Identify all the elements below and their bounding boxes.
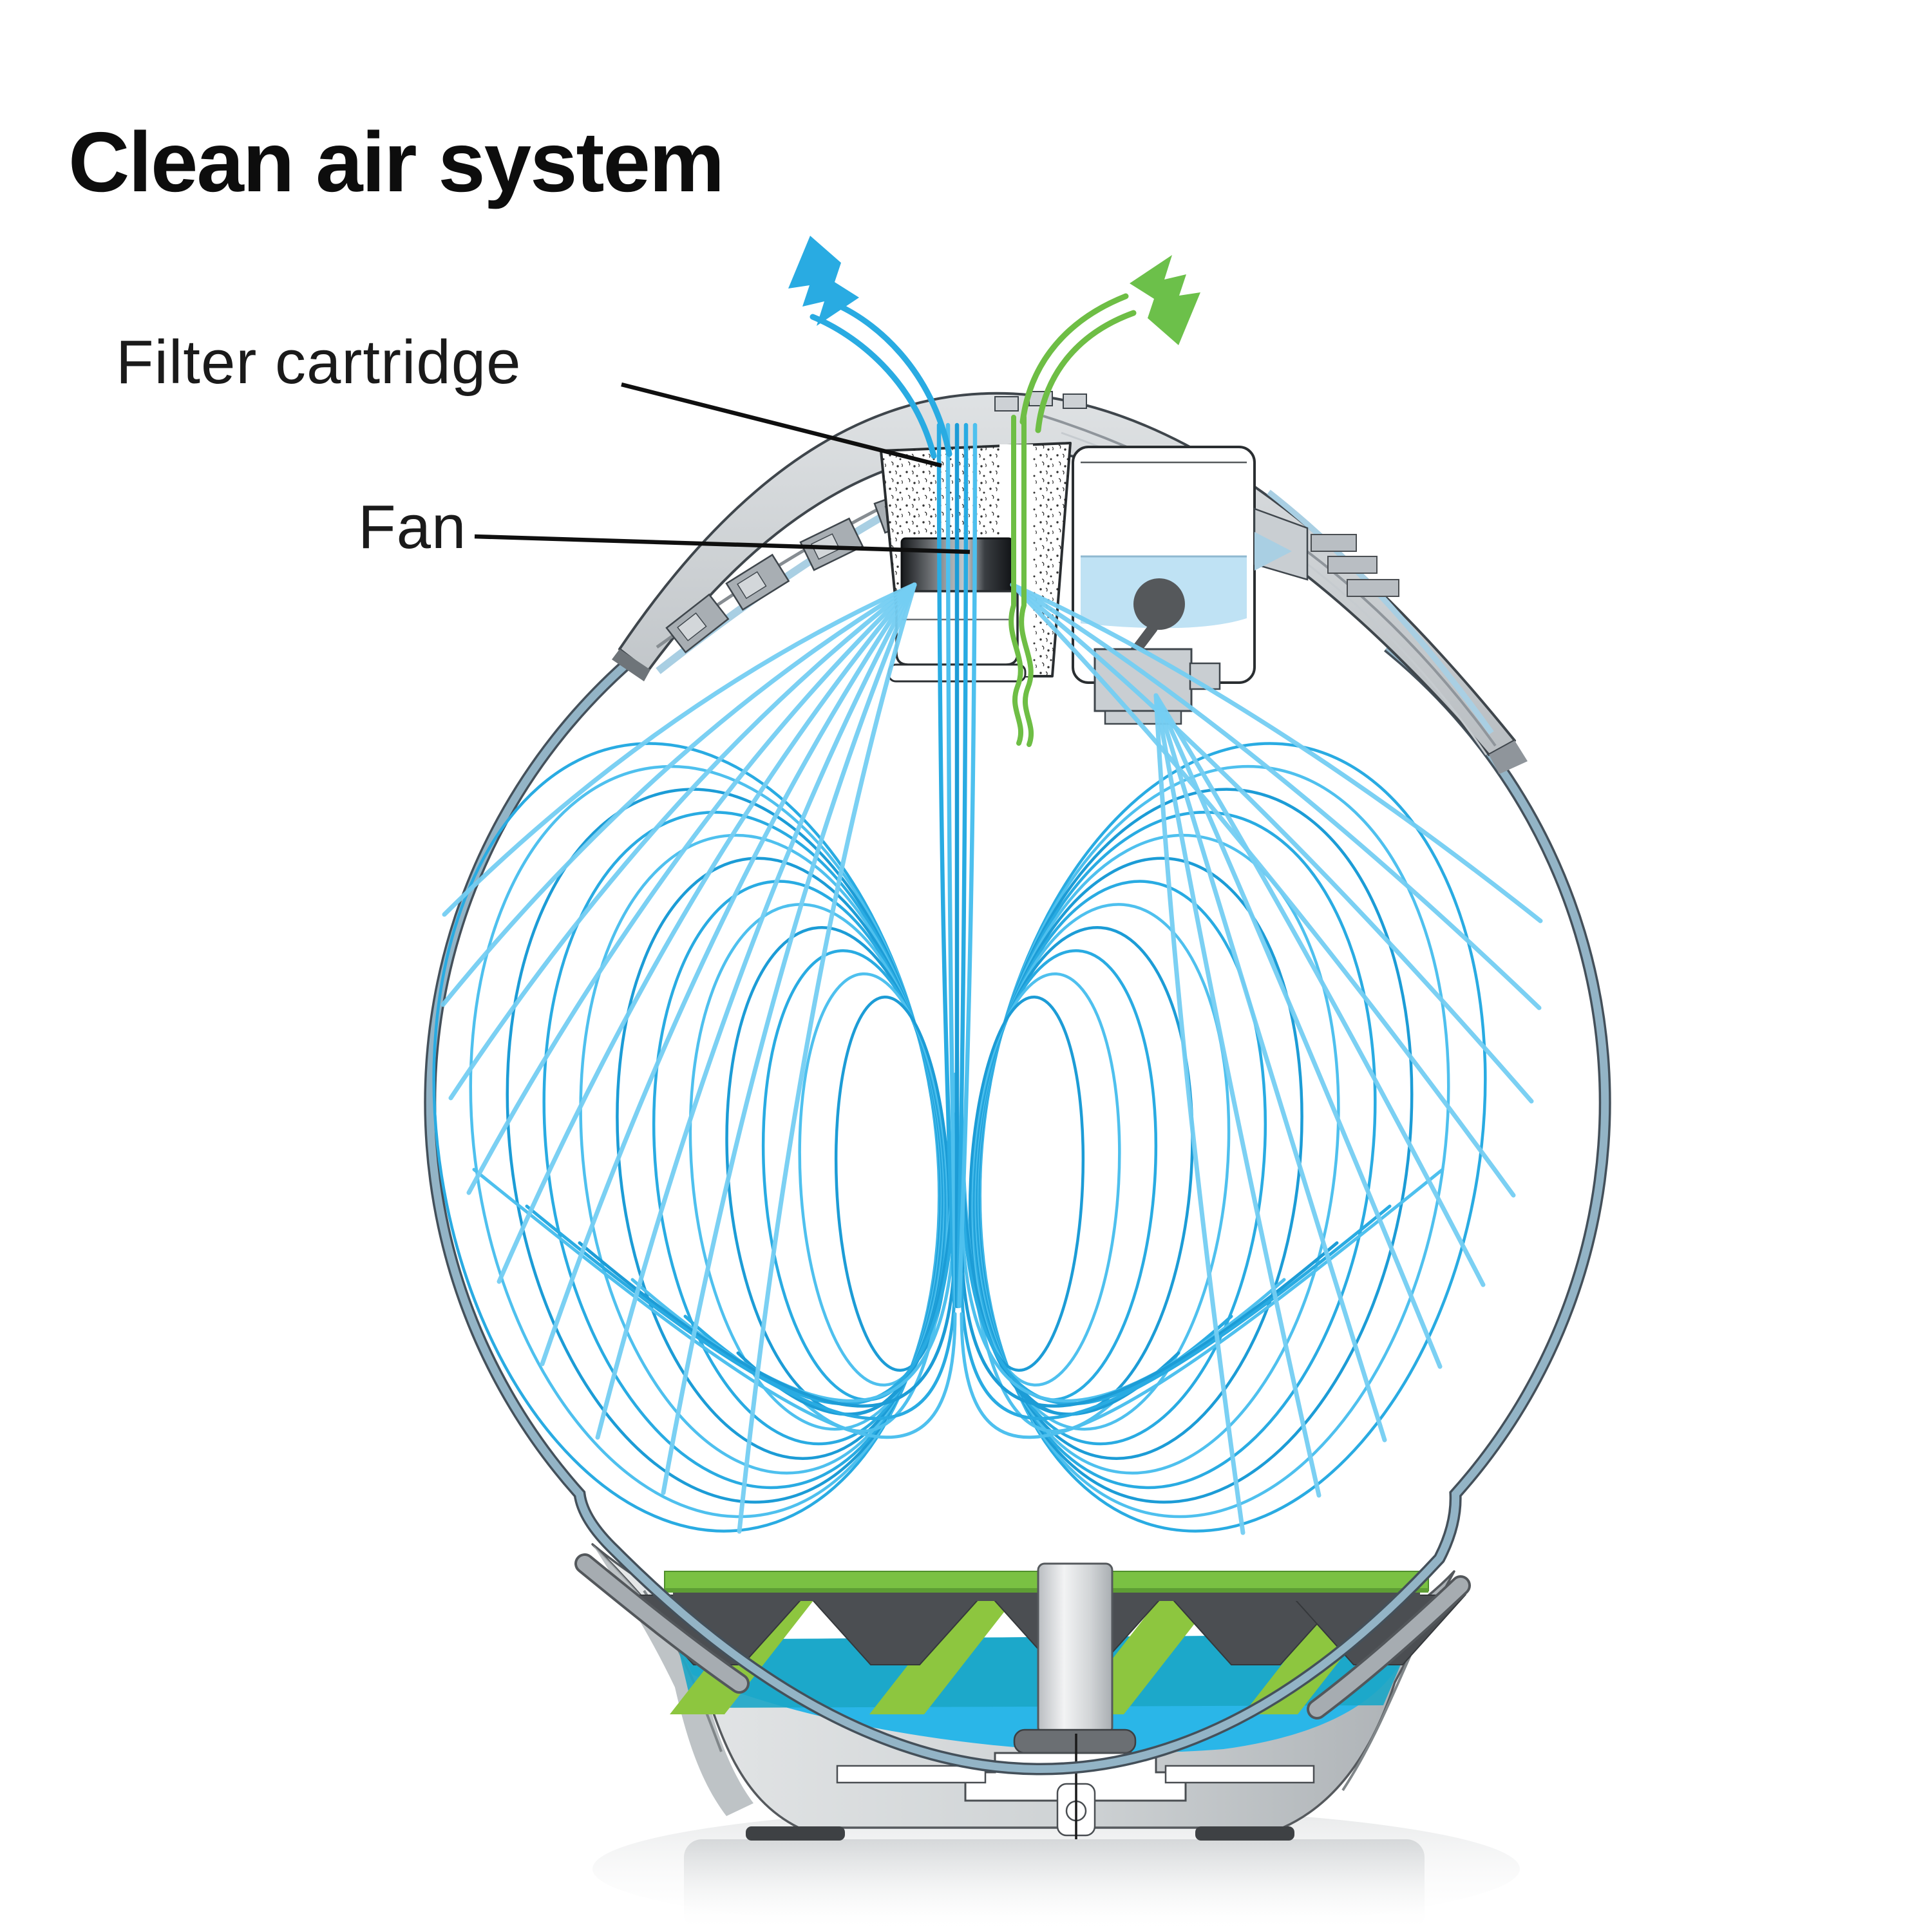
filter-leader-line — [621, 382, 942, 468]
flow-cusp-right — [960, 1168, 1444, 1439]
leader-lines — [474, 382, 971, 554]
label-fan: Fan — [358, 493, 467, 562]
spray-ray-right — [1153, 693, 1443, 1369]
spray-ray-left — [661, 582, 917, 1495]
tank-pump — [1094, 648, 1193, 712]
airflow-spray-rays — [440, 582, 1543, 1535]
lid-detail-block — [665, 593, 730, 654]
spray-ray-left — [540, 582, 917, 1367]
spray-ray-right — [1153, 693, 1321, 1498]
float-ball — [1133, 578, 1185, 630]
label-filter-cartridge: Filter cartridge — [116, 328, 522, 397]
clean-air-path — [1009, 255, 1200, 747]
lid-detail-block — [799, 517, 864, 571]
air-intake-path — [788, 236, 952, 459]
page-title: Clean air system — [68, 115, 724, 210]
glass-sphere — [424, 641, 1611, 1776]
airflow-loops — [432, 422, 1543, 1535]
flow-cusp-left — [789, 1072, 957, 1433]
spray-ray-left — [442, 582, 917, 917]
lid-detail-block — [725, 553, 790, 611]
clean-air-out-arrow-icon — [1130, 255, 1200, 345]
spray-ray-right — [1010, 582, 1542, 1010]
flow-cusp-left — [578, 1232, 957, 1408]
pump-arm-right — [1164, 1765, 1315, 1784]
flow-ellipse-right — [968, 996, 1085, 1372]
spray-ray-right — [1153, 693, 1245, 1535]
column-flange — [1013, 1728, 1137, 1754]
fan-leader-line — [474, 534, 971, 554]
flow-bundle-line — [957, 422, 978, 1309]
flow-cusp-left — [472, 1168, 957, 1439]
spray-ray-right — [1153, 693, 1486, 1287]
foot-left — [746, 1826, 845, 1841]
spray-ray-left — [737, 582, 917, 1534]
flow-cusp-right — [960, 1204, 1392, 1421]
support-column — [1037, 1562, 1113, 1735]
flow-ellipse-left — [616, 857, 945, 1460]
spray-ray-right — [1153, 693, 1387, 1443]
flow-ellipse-right — [978, 764, 1450, 1519]
spray-ray-right — [1010, 582, 1534, 1104]
foot-right — [1195, 1826, 1294, 1841]
air-in-arrow-icon — [788, 236, 859, 326]
airflow-cusp-lines — [472, 1072, 1444, 1439]
pump-arm-left — [836, 1765, 987, 1784]
spray-ray-left — [440, 582, 917, 1007]
water-tank — [1072, 446, 1399, 725]
spray-ray-left — [448, 582, 917, 1101]
flow-ellipse-left — [506, 788, 942, 1504]
flow-cusp-right — [960, 1072, 1128, 1433]
flow-cusp-right — [960, 1232, 1339, 1408]
base-vane — [869, 1591, 1021, 1714]
spray-ray-left — [466, 582, 917, 1195]
spray-ray-right — [1010, 582, 1543, 923]
bowl-rim — [574, 1553, 1471, 1841]
spray-ray-left — [595, 582, 917, 1440]
spray-ray-left — [497, 582, 917, 1284]
airflow-center-bundle — [936, 422, 978, 1309]
flow-cusp-left — [525, 1204, 957, 1421]
